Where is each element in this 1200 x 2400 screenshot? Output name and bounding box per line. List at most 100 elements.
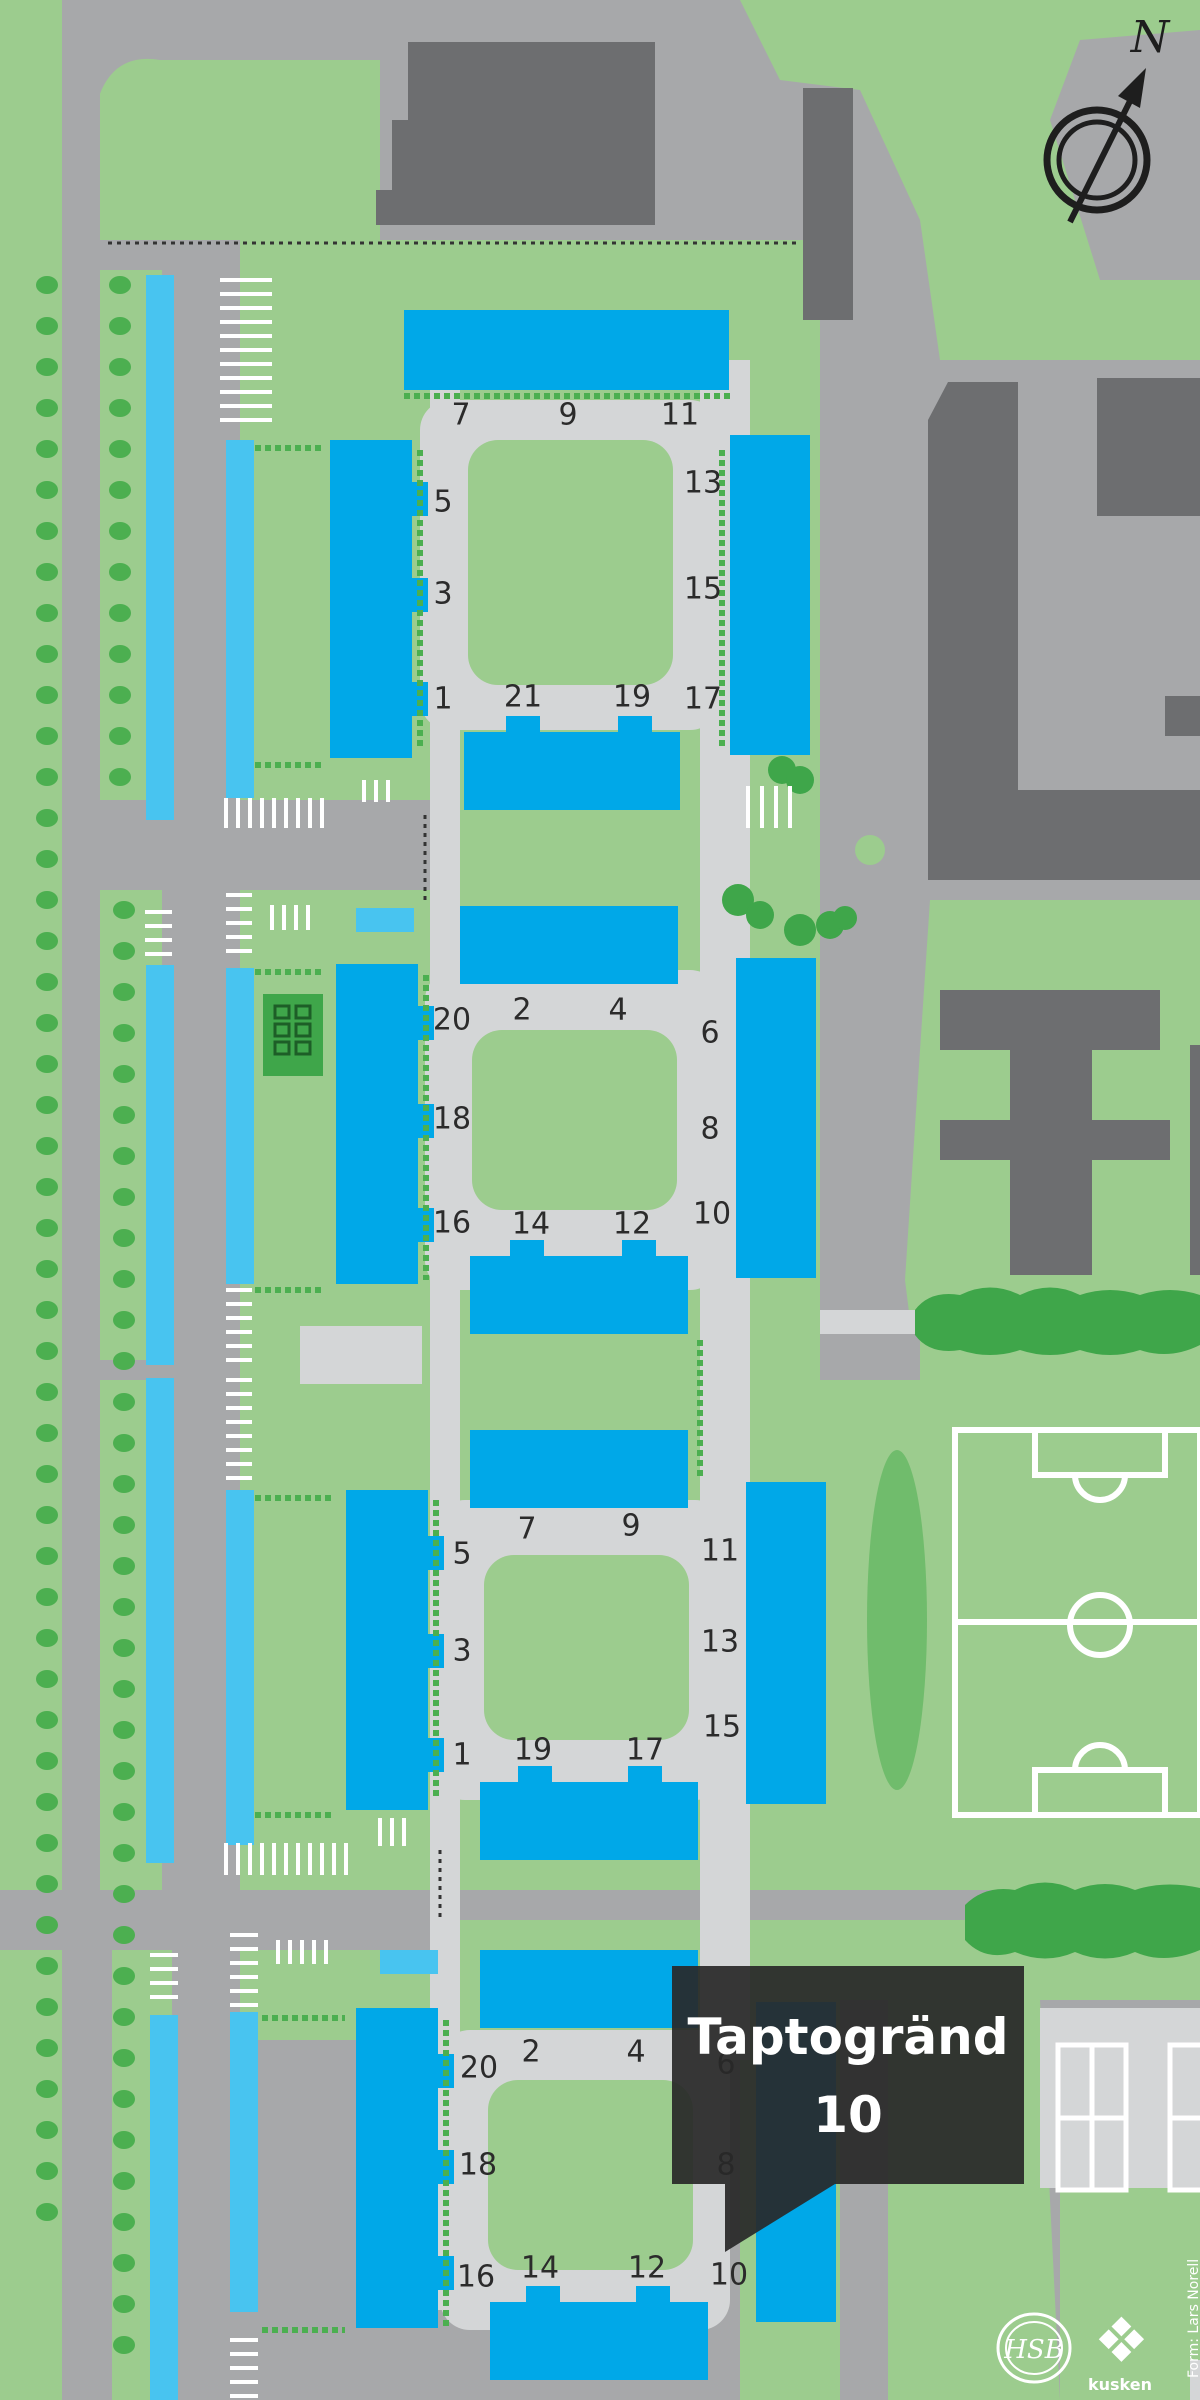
house-number: 20 [433,1003,471,1038]
tree [36,1424,58,1442]
tree [113,2172,135,2190]
tree [113,1844,135,1862]
building-block1-left-ext3 [412,682,428,716]
tree [113,1557,135,1575]
house-number: 6 [700,1016,719,1051]
tree [36,1711,58,1729]
house-number: 19 [514,1733,552,1768]
tree [113,983,135,1001]
carport-3 [146,965,174,1365]
lawn-courtyard-4 [488,2080,693,2270]
tree [36,2162,58,2180]
tree [36,522,58,540]
hedge-row-right-lower [965,1882,1200,1959]
tree [113,2090,135,2108]
tree [113,2213,135,2231]
tree-rows [36,276,135,2354]
tree [36,276,58,294]
building-block2-right [736,958,816,1278]
building-block4-top [480,1950,698,2028]
tree [36,1547,58,1565]
tree [113,1065,135,1083]
tree [113,1024,135,1042]
tree [113,2295,135,2313]
building-block2-bottom-ext1 [510,1240,544,1256]
road-bottom-right-edge [880,2000,888,2400]
house-number: 15 [703,1710,741,1745]
tree [36,604,58,622]
tree [36,1383,58,1401]
tree [36,891,58,909]
pitch-center-circle [1067,1592,1133,1658]
building-block1-right [730,435,810,755]
tree-cluster-2e [833,906,857,930]
tree [109,768,131,786]
carport-small-2 [380,1950,438,1974]
tree [36,1301,58,1319]
tree [36,1834,58,1852]
tree [113,1885,135,1903]
house-number: 7 [451,398,470,433]
tree [109,645,131,663]
house-number: 14 [512,1207,550,1242]
grass-bottom-right-corner [1060,2150,1200,2400]
house-number: 17 [626,1733,664,1768]
tree [113,1106,135,1124]
tree [113,1393,135,1411]
tree [36,1055,58,1073]
building-block4-left-ext2 [438,2150,454,2184]
design-credit: Form: Lars Norell [1186,2258,1200,2378]
tree [113,1475,135,1493]
tree [36,727,58,745]
building-block3-left [346,1490,428,1810]
pitch-bottom-box [1032,1767,1168,1818]
building-block2-left [336,964,418,1284]
tree-column-2 [109,276,131,786]
building-block3-top [470,1430,688,1508]
tree [109,563,131,581]
tree [36,1588,58,1606]
house-number: 4 [608,993,627,1028]
tree [36,1793,58,1811]
house-number: 15 [684,572,722,607]
tree [113,1311,135,1329]
tree [113,1926,135,1944]
north-label: N [1130,12,1171,63]
house-number: 18 [459,2148,497,2183]
tree [113,1188,135,1206]
tree [36,850,58,868]
tree [113,2336,135,2354]
grass-top-right [740,0,1200,360]
building-block3-bottom-ext1 [518,1766,552,1782]
house-number: 8 [700,1112,719,1147]
green-glow [867,1450,927,1790]
tree [36,809,58,827]
house-number: 13 [701,1625,739,1660]
house-number: 9 [558,398,577,433]
callout-pointer [725,2184,835,2252]
building-block3-bottom [480,1782,698,1860]
house-number: 21 [504,680,542,715]
grass-top-left [92,58,380,240]
tree [109,440,131,458]
tree [36,1178,58,1196]
building-block3-right [746,1482,826,1804]
path-left-vertical [430,360,460,2310]
house-number: 10 [710,2258,748,2293]
tree [109,358,131,376]
tree [36,645,58,663]
tree-cluster-2c [784,914,816,946]
callout-street: Taptogränd [687,2008,1009,2066]
house-number: 1 [452,1738,471,1773]
building-right-top [1097,378,1200,516]
building-block4-bottom-ext1 [526,2286,560,2302]
house-number: 2 [512,993,531,1028]
tree [113,2254,135,2272]
building-block2-bottom-ext2 [622,1240,656,1256]
tree [113,1680,135,1698]
tree [36,1998,58,2016]
building-block2-bottom [470,1256,688,1334]
pitch-top-arc [1072,1474,1128,1503]
tennis-courts [1040,2008,1200,2193]
house-number: 10 [693,1197,731,1232]
